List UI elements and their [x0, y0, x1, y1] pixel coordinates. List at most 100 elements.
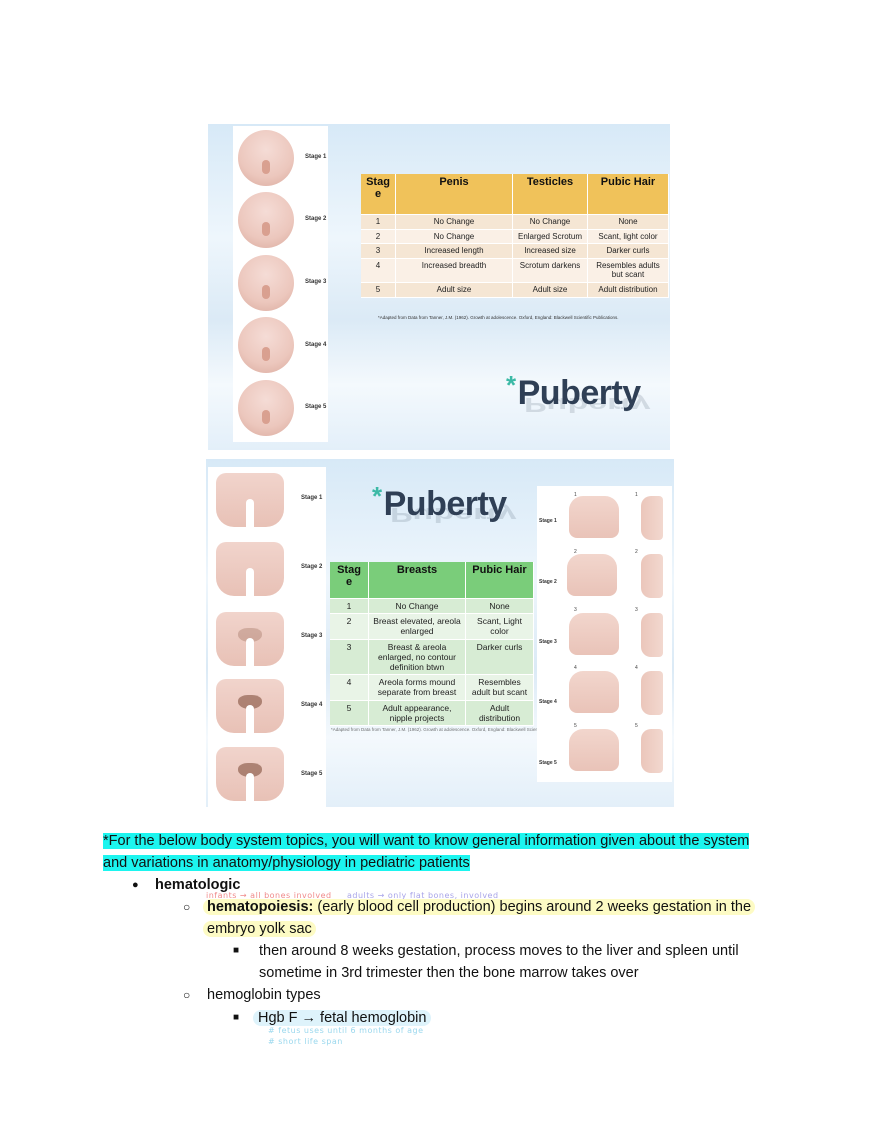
- asterisk-icon: *: [506, 370, 516, 400]
- table-row: 4 Increased breadth Scrotum darkens Rese…: [361, 258, 669, 283]
- cell: Resembles adults but scant: [587, 258, 669, 283]
- female-tanner-table: Stag e Breasts Pubic Hair 1 No Change No…: [330, 562, 534, 726]
- hematopoiesis-definition: (early blood cell production) begins aro…: [313, 899, 752, 915]
- male-tanner-table: Stag e Penis Testicles Pubic Hair 1 No C…: [361, 174, 669, 298]
- cell: 1: [361, 214, 396, 230]
- cell: Breast & areola enlarged, no contour def…: [368, 639, 466, 675]
- stage-label: Stage 3: [539, 639, 557, 645]
- intro-text-line-2: and variations in anatomy/physiology in …: [103, 855, 470, 871]
- breast-stage-4-side-figure: [641, 671, 663, 715]
- cell: Adult distribution: [465, 700, 534, 726]
- female-pubic-stage-2-figure: [216, 542, 284, 596]
- male-stage-3-figure: [238, 255, 294, 311]
- title-text: Puberty: [383, 485, 508, 523]
- table-row: 5 Adult size Adult size Adult distributi…: [361, 282, 669, 298]
- cell: No Change: [512, 214, 588, 230]
- cell: Scant, Light color: [465, 613, 534, 640]
- table-row: 1 No Change No Change None: [361, 214, 669, 230]
- male-stage-4-figure: [238, 317, 294, 373]
- cell: Increased size: [512, 243, 588, 259]
- table-row: 2 No Change Enlarged Scrotum Scant, ligh…: [361, 229, 669, 244]
- cell: 3: [330, 639, 369, 675]
- header-pubic-hair: Pubic Hair: [465, 562, 534, 599]
- cell: Areola forms mound separate from breast: [368, 674, 466, 700]
- cell: Resembles adult but scant: [465, 674, 534, 700]
- hematopoiesis-line-2: embryo yolk sac: [203, 921, 316, 937]
- header-stage: Stag e: [361, 174, 396, 215]
- breast-stage-3-front-figure: [569, 613, 619, 655]
- handwritten-annotation-adults: adults → only flat bones, involved: [347, 891, 499, 900]
- stage-label: Stage 5: [539, 760, 557, 766]
- figure-number: 4: [574, 665, 577, 671]
- female-pubic-stage-5-figure: [216, 747, 284, 801]
- cell: Adult distribution: [587, 282, 669, 298]
- header-penis: Penis: [395, 174, 513, 215]
- female-pubic-stage-illustrations: Stage 1 Stage 2 Stage 3 Stage 4 Stage 5: [208, 467, 326, 807]
- cell: Scrotum darkens: [512, 258, 588, 283]
- title-text: Puberty: [517, 374, 642, 412]
- cell: Adult appearance, nipple projects: [368, 700, 466, 726]
- table-row: 3 Breast & areola enlarged, no contour d…: [330, 639, 534, 675]
- puberty-male-slide: Stage 1 Stage 2 Stage 3 Stage 4 Stage 5 …: [208, 124, 670, 450]
- female-pubic-stage-4-figure: [216, 679, 284, 733]
- breast-stage-3-side-figure: [641, 613, 663, 657]
- cell: Breast elevated, areola enlarged: [368, 613, 466, 640]
- breast-stage-5-front-figure: [569, 729, 619, 771]
- cell: Increased length: [395, 243, 513, 259]
- cell: Adult size: [512, 282, 588, 298]
- disc-bullet-icon: ●: [132, 879, 139, 891]
- cell: 4: [330, 674, 369, 700]
- female-pubic-stage-1-figure: [216, 473, 284, 527]
- figure-number: 3: [574, 607, 577, 613]
- hematopoiesis-line-1: hematopoiesis: (early blood cell product…: [203, 899, 756, 915]
- figure-number: 2: [635, 549, 638, 555]
- handwritten-annotation-hgb-1: # fetus uses until 6 months of age: [268, 1026, 424, 1035]
- table-footnote: *Adapted from Data from Tanner, J.M. (19…: [331, 727, 572, 732]
- stage-label: Stage 4: [301, 702, 323, 708]
- liver-spleen-line-2: sometime in 3rd trimester then the bone …: [259, 965, 639, 981]
- topic-hematologic: hematologic: [155, 877, 241, 893]
- title-reflection: Puberty: [524, 393, 651, 416]
- stage-label: Stage 3: [301, 633, 323, 639]
- figure-number: 2: [574, 549, 577, 555]
- figure-number: 5: [574, 723, 577, 729]
- male-stage-2-figure: [238, 192, 294, 248]
- figure-number: 5: [635, 723, 638, 729]
- title-reflection: Puberty: [390, 503, 517, 526]
- header-stage: Stag e: [330, 562, 369, 599]
- cell: Darker curls: [465, 639, 534, 675]
- table-row: 5 Adult appearance, nipple projects Adul…: [330, 700, 534, 726]
- intro-text-line-1: *For the below body system topics, you w…: [103, 833, 750, 849]
- circle-bullet-icon: ○: [183, 988, 191, 1002]
- breast-stage-1-side-figure: [641, 496, 663, 540]
- cell: 4: [361, 258, 396, 283]
- cell: No Change: [368, 598, 466, 614]
- female-breast-stage-illustrations: Stage 1 1 1 Stage 2 2 2 Stage 3 3 3 Stag…: [537, 486, 672, 782]
- header-breasts: Breasts: [368, 562, 466, 599]
- header-testicles: Testicles: [512, 174, 588, 215]
- figure-number: 1: [574, 492, 577, 498]
- asterisk-icon: *: [372, 481, 382, 511]
- cell: 1: [330, 598, 369, 614]
- cell: None: [587, 214, 669, 230]
- breast-stage-2-front-figure: [567, 554, 617, 596]
- cell: 5: [361, 282, 396, 298]
- breast-stage-1-front-figure: [569, 496, 619, 538]
- breast-stage-5-side-figure: [641, 729, 663, 773]
- stage-label: Stage 1: [305, 154, 327, 160]
- stage-label: Stage 1: [301, 495, 323, 501]
- cell: Adult size: [395, 282, 513, 298]
- breast-stage-2-side-figure: [641, 554, 663, 598]
- stage-label: Stage 2: [305, 216, 327, 222]
- square-bullet-icon: ■: [233, 1012, 240, 1023]
- stage-label: Stage 1: [539, 518, 557, 524]
- cell: 3: [361, 243, 396, 259]
- table-row: 2 Breast elevated, areola enlarged Scant…: [330, 613, 534, 640]
- stage-label: Stage 5: [301, 771, 323, 777]
- cell: Increased breadth: [395, 258, 513, 283]
- male-stage-illustrations: Stage 1 Stage 2 Stage 3 Stage 4 Stage 5: [233, 126, 328, 442]
- figure-number: 1: [635, 492, 638, 498]
- cell: None: [465, 598, 534, 614]
- hematopoiesis-term: hematopoiesis:: [207, 899, 314, 915]
- slide-title: *Puberty: [506, 370, 642, 413]
